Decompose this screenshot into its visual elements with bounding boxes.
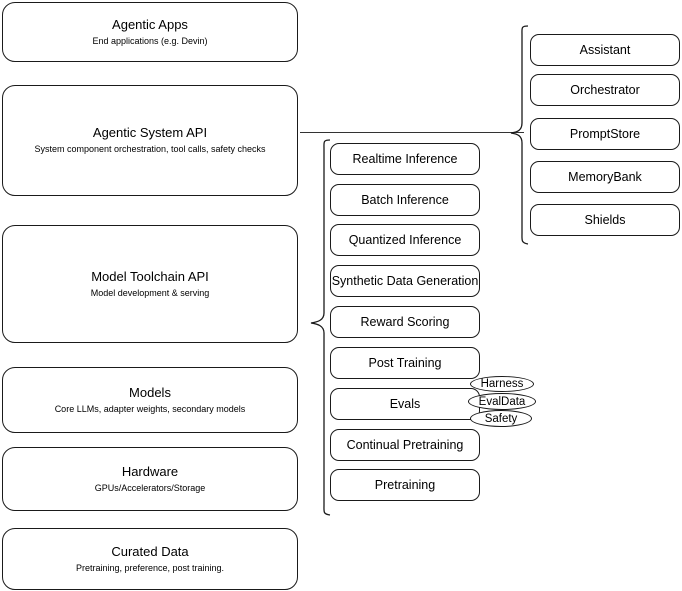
toolchain-label: Post Training — [368, 356, 442, 370]
layer-subtitle: End applications (e.g. Devin) — [92, 35, 208, 46]
layer-subtitle: GPUs/Accelerators/Storage — [94, 482, 206, 493]
toolchain-label: Reward Scoring — [360, 315, 450, 329]
layer-subtitle: Pretraining, preference, post training. — [75, 562, 225, 573]
layer-agentic-system-api[interactable]: Agentic System API System component orch… — [2, 85, 298, 196]
layer-title: Models — [129, 384, 171, 400]
component-assistant[interactable]: Assistant — [530, 34, 680, 66]
layer-hardware[interactable]: Hardware GPUs/Accelerators/Storage — [2, 447, 298, 511]
toolchain-realtime-inference[interactable]: Realtime Inference — [330, 143, 480, 175]
toolchain-label: Quantized Inference — [348, 233, 462, 247]
component-promptstore[interactable]: PromptStore — [530, 118, 680, 150]
connector-system-api-to-components — [300, 132, 524, 133]
layer-subtitle: System component orchestration, tool cal… — [34, 144, 266, 154]
layer-models[interactable]: Models Core LLMs, adapter weights, secon… — [2, 367, 298, 433]
component-label: Assistant — [579, 43, 631, 57]
eval-tag-label: Safety — [484, 412, 518, 425]
layer-title: Agentic System API — [92, 125, 208, 140]
toolchain-batch-inference[interactable]: Batch Inference — [330, 184, 480, 216]
component-label: PromptStore — [569, 127, 641, 141]
toolchain-label: Pretraining — [374, 478, 436, 492]
eval-tag-safety[interactable]: Safety — [470, 410, 532, 427]
layer-curated-data[interactable]: Curated Data Pretraining, preference, po… — [2, 528, 298, 590]
eval-tag-label: EvalData — [478, 395, 526, 408]
component-memorybank[interactable]: MemoryBank — [530, 161, 680, 193]
brace-system-components — [510, 25, 529, 245]
layer-title: Curated Data — [111, 543, 189, 559]
toolchain-label: Synthetic Data Generation — [331, 274, 479, 288]
toolchain-label: Batch Inference — [361, 193, 449, 207]
toolchain-pretraining[interactable]: Pretraining — [330, 469, 480, 501]
layer-agentic-apps[interactable]: Agentic Apps End applications (e.g. Devi… — [2, 2, 298, 62]
toolchain-label: Continual Pretraining — [346, 438, 464, 452]
layer-title: Model Toolchain API — [91, 268, 209, 284]
component-label: Shields — [584, 213, 626, 227]
toolchain-synthetic-data-generation[interactable]: Synthetic Data Generation — [330, 265, 480, 297]
toolchain-quantized-inference[interactable]: Quantized Inference — [330, 224, 480, 256]
toolchain-evals[interactable]: Evals — [330, 388, 480, 420]
component-label: Orchestrator — [570, 83, 640, 97]
eval-tag-harness[interactable]: Harness — [470, 376, 534, 392]
toolchain-label: Evals — [389, 397, 421, 411]
eval-tag-label: Harness — [480, 378, 524, 390]
layer-model-toolchain-api[interactable]: Model Toolchain API Model development & … — [2, 225, 298, 343]
eval-tag-evaldata[interactable]: EvalData — [468, 393, 536, 410]
component-shields[interactable]: Shields — [530, 204, 680, 236]
toolchain-continual-pretraining[interactable]: Continual Pretraining — [330, 429, 480, 461]
component-label: MemoryBank — [568, 170, 642, 184]
component-orchestrator[interactable]: Orchestrator — [530, 74, 680, 106]
layer-subtitle: Core LLMs, adapter weights, secondary mo… — [54, 403, 246, 414]
toolchain-reward-scoring[interactable]: Reward Scoring — [330, 306, 480, 338]
layer-subtitle: Model development & serving — [90, 287, 210, 298]
toolchain-post-training[interactable]: Post Training — [330, 347, 480, 379]
layer-title: Hardware — [121, 463, 179, 479]
layer-title: Agentic Apps — [112, 16, 188, 32]
toolchain-label: Realtime Inference — [352, 152, 458, 166]
brace-toolchain-components — [310, 139, 331, 516]
